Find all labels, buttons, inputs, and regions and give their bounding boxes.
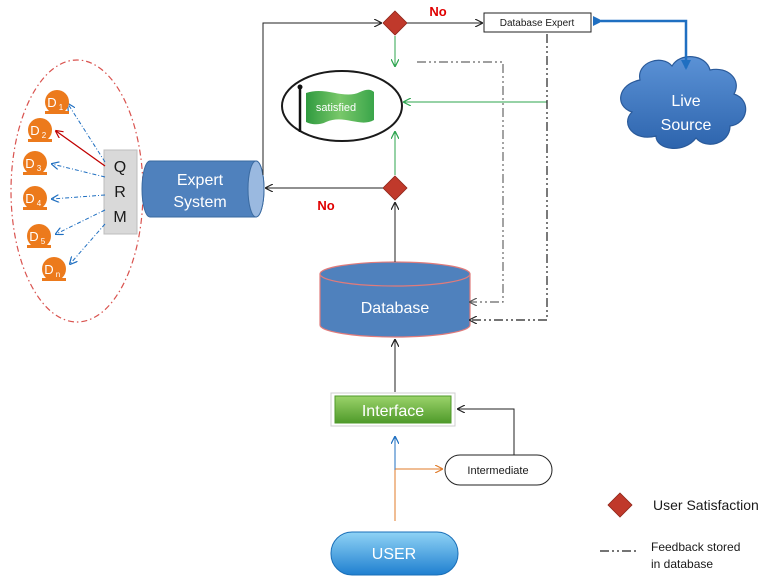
qrm-letter-m: M	[113, 209, 126, 226]
legend-decision-icon	[607, 492, 633, 518]
decision-diamond-middle	[382, 175, 408, 201]
legend: User Satisfaction Feedback stored in dat…	[600, 492, 759, 571]
svg-text:D: D	[30, 123, 39, 138]
database-expert-box: Database Expert	[483, 12, 592, 33]
qrm-letter-q: Q	[114, 159, 126, 176]
interface-label: Interface	[362, 403, 424, 420]
doc-node: D 2	[28, 118, 52, 142]
satisfied-label: satisfied	[316, 102, 356, 114]
doc-node: D n	[42, 257, 66, 281]
qrm-doc-links	[52, 104, 106, 264]
svg-text:3: 3	[37, 164, 42, 173]
doc-node: D 4	[23, 186, 47, 210]
feedback-line-1	[417, 61, 504, 302]
svg-text:D: D	[25, 191, 34, 206]
database-expert-label: Database Expert	[500, 18, 575, 29]
svg-text:2: 2	[42, 131, 47, 140]
decision-top-no-label: No	[429, 4, 446, 19]
svg-text:D: D	[29, 229, 38, 244]
feedback-line-2	[470, 34, 548, 320]
expert-system-cylinder: Expert System	[141, 160, 265, 218]
legend-feedback-2: in database	[651, 557, 713, 571]
doc-node: D 3	[23, 151, 47, 175]
decision-diamond-top	[382, 10, 408, 36]
connector-intermediate-to-interface	[458, 409, 515, 455]
connector-expert-to-top-decision	[262, 23, 381, 175]
legend-feedback-1: Feedback stored	[651, 540, 740, 554]
svg-text:D: D	[47, 95, 56, 110]
live-source-cloud: Live Source	[620, 56, 747, 149]
doc-node: D 1	[45, 90, 69, 114]
expert-system-label-2: System	[173, 194, 226, 211]
user-button[interactable]: USER	[330, 531, 459, 576]
decision-mid-no-label: No	[317, 198, 334, 213]
svg-text:4: 4	[37, 199, 42, 208]
svg-text:n: n	[56, 270, 60, 279]
intermediate-label: Intermediate	[467, 465, 528, 477]
doc-node: D 5	[27, 224, 51, 248]
svg-text:1: 1	[59, 103, 64, 112]
database-cylinder: Database	[319, 261, 471, 338]
user-label: USER	[372, 546, 416, 563]
connector-db-expert-live-source	[593, 16, 691, 70]
svg-text:5: 5	[41, 237, 46, 246]
live-source-label-1: Live	[671, 93, 700, 110]
intermediate-box: Intermediate	[444, 454, 553, 486]
interface-box: Interface	[330, 392, 456, 427]
expert-system-label-1: Expert	[177, 172, 224, 189]
qrm-box: Q R M	[103, 149, 138, 235]
svg-text:D: D	[44, 262, 53, 277]
svg-text:D: D	[25, 156, 34, 171]
legend-user-satisfaction: User Satisfaction	[653, 497, 759, 513]
live-source-label-2: Source	[661, 117, 712, 134]
satisfied-indicator: satisfied	[281, 70, 403, 142]
database-label: Database	[361, 300, 430, 317]
qrm-letter-r: R	[114, 184, 126, 201]
